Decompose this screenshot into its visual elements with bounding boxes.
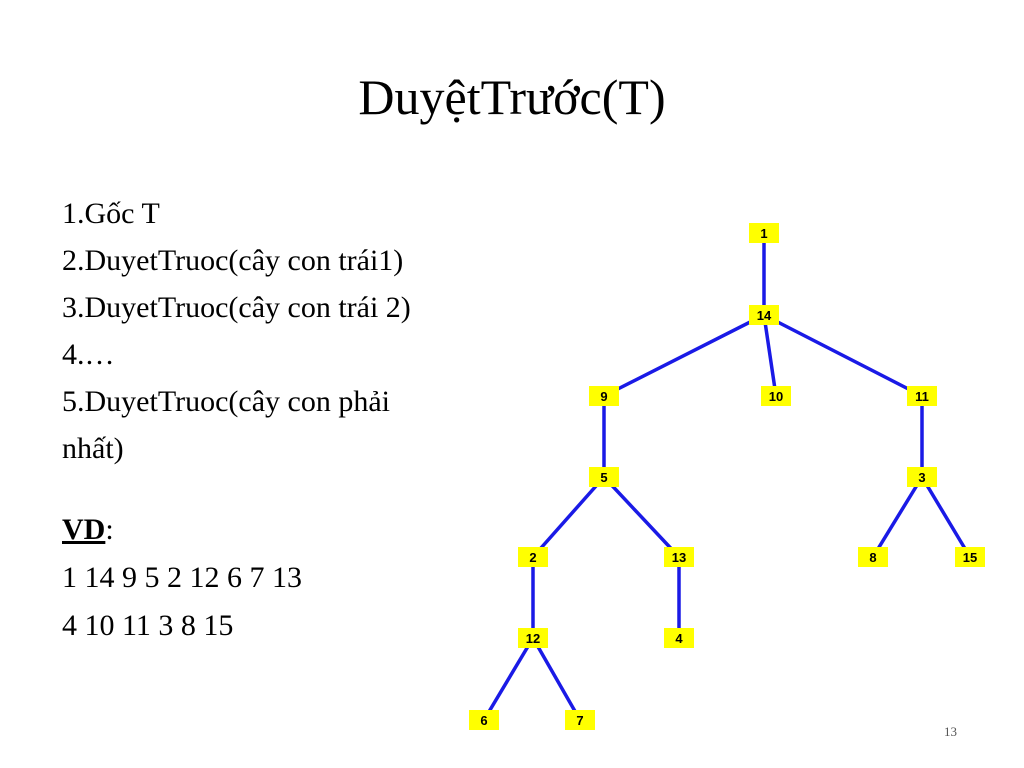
- tree-node-9: 9: [589, 386, 619, 406]
- node-box: [858, 547, 888, 567]
- node-label: 1: [760, 226, 767, 241]
- node-label: 6: [480, 713, 487, 728]
- node-label: 9: [600, 389, 607, 404]
- tree-node-1: 1: [749, 223, 779, 243]
- example-label: VD: [62, 513, 106, 546]
- node-label: 4: [675, 631, 683, 646]
- edge-14-10: [762, 313, 778, 398]
- example-heading: VD:: [62, 506, 302, 554]
- node-box: [565, 710, 595, 730]
- step-5: 5.DuyetTruoc(cây con phải: [62, 385, 390, 418]
- step-4: 4.…: [62, 338, 115, 371]
- node-box: [761, 386, 791, 406]
- tree-node-3: 3: [907, 467, 937, 487]
- edge-12-6: [482, 636, 535, 722]
- step-5-continued: nhất): [62, 432, 124, 465]
- example-line-2: 4 10 11 3 8 15: [62, 609, 234, 642]
- tree-node-4: 4: [664, 628, 694, 648]
- example-colon: :: [105, 513, 114, 546]
- page-number: 13: [944, 724, 957, 739]
- tree-node-2: 2: [518, 547, 548, 567]
- example-block: VD: 1 14 9 5 2 12 6 7 13 4 10 11 3 8 15: [62, 506, 302, 650]
- edge-5-2: [531, 475, 606, 559]
- step-3: 3.DuyetTruoc(cây con trái 2): [62, 291, 411, 324]
- tree-node-5: 5: [589, 467, 619, 487]
- edge-5-13: [602, 475, 681, 559]
- node-box: [589, 386, 619, 406]
- edge-14-9: [602, 313, 766, 398]
- step-1: 1.Gốc T: [62, 197, 160, 230]
- node-label: 13: [672, 550, 686, 565]
- tree-node-10: 10: [761, 386, 791, 406]
- node-label: 11: [915, 389, 929, 404]
- tree-node-12: 12: [518, 628, 548, 648]
- node-label: 12: [526, 631, 540, 646]
- node-box: [907, 386, 937, 406]
- node-label: 10: [769, 389, 783, 404]
- tree-nodes: 1 14 9 10 11 5 3 2 13 8 15 12 4 6 7: [469, 223, 985, 730]
- node-label: 2: [529, 550, 536, 565]
- node-box: [664, 547, 694, 567]
- edge-3-8: [871, 475, 924, 559]
- node-box: [589, 467, 619, 487]
- example-line-1: 1 14 9 5 2 12 6 7 13: [62, 561, 302, 594]
- node-box: [469, 710, 499, 730]
- node-label: 5: [600, 470, 607, 485]
- tree-edges: [482, 231, 972, 722]
- node-box: [955, 547, 985, 567]
- tree-node-6: 6: [469, 710, 499, 730]
- tree-node-8: 8: [858, 547, 888, 567]
- node-box: [749, 305, 779, 325]
- node-label: 15: [963, 550, 977, 565]
- edge-3-15: [920, 475, 972, 559]
- slide-title: DuyệtTrước(T): [358, 69, 666, 125]
- tree-node-15: 15: [955, 547, 985, 567]
- step-2: 2.DuyetTruoc(cây con trái1): [62, 244, 404, 277]
- node-box: [907, 467, 937, 487]
- node-box: [664, 628, 694, 648]
- node-label: 7: [576, 713, 583, 728]
- node-box: [749, 223, 779, 243]
- algorithm-steps: 1.Gốc T 2.DuyetTruoc(cây con trái1) 3.Du…: [62, 190, 542, 472]
- tree-node-7: 7: [565, 710, 595, 730]
- node-label: 14: [757, 308, 772, 323]
- edge-14-11: [762, 313, 924, 398]
- tree-node-13: 13: [664, 547, 694, 567]
- tree-node-11: 11: [907, 386, 937, 406]
- node-label: 3: [918, 470, 925, 485]
- node-label: 8: [869, 550, 876, 565]
- node-box: [518, 547, 548, 567]
- node-box: [518, 628, 548, 648]
- edge-12-7: [531, 636, 582, 722]
- tree-node-14: 14: [749, 305, 779, 325]
